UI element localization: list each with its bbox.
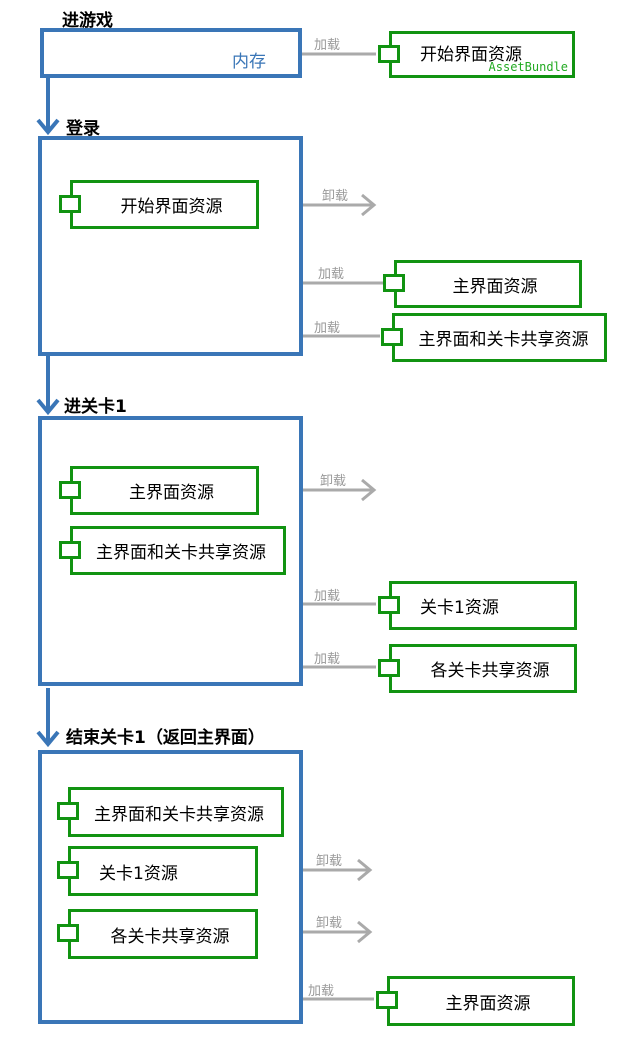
- component-tab-icon: [378, 595, 400, 614]
- component-tab-icon: [57, 802, 79, 820]
- resource-label: 主界面和关卡共享资源: [418, 330, 589, 350]
- stage-title-end-level1: 结束关卡1（返回主界面）: [66, 728, 265, 748]
- resource-shared-main-level: 主界面和关卡共享资源: [57, 787, 284, 837]
- component-tab-icon: [381, 327, 403, 346]
- flow-arrow-3: [36, 688, 60, 748]
- resource-label: 主界面和关卡共享资源: [96, 543, 266, 563]
- memory-box-enter-game: 内存: [40, 28, 302, 78]
- resource-label: 开始界面资源: [420, 45, 522, 65]
- resource-shared-main-level: 主界面和关卡共享资源: [381, 313, 607, 362]
- component-tab-icon: [59, 540, 81, 559]
- action-label-load: 加载: [314, 589, 341, 604]
- resource-label: 主界面和关卡共享资源: [94, 804, 264, 825]
- resource-level-shared: 各关卡共享资源: [57, 909, 258, 959]
- resource-main-ui: 主界面资源: [383, 260, 582, 308]
- action-label-unload: 卸载: [316, 916, 343, 931]
- action-label-load: 加载: [314, 38, 341, 53]
- resource-label: 各关卡共享资源: [110, 926, 230, 947]
- component-tab-icon: [57, 861, 79, 879]
- resource-shared-main-level: 主界面和关卡共享资源: [59, 526, 286, 575]
- memory-box-login: [38, 136, 303, 356]
- action-label-load: 加载: [318, 267, 345, 282]
- resource-label: 开始界面资源: [120, 197, 223, 217]
- action-label-unload: 卸载: [322, 189, 349, 204]
- resource-label: 关卡1资源: [420, 598, 499, 618]
- action-label-unload: 卸载: [316, 854, 343, 869]
- resource-level1: 关卡1资源: [378, 581, 577, 630]
- resource-start-ui-bundle: 开始界面资源 AssetBundle: [378, 31, 575, 78]
- stage-title-enter-game: 进游戏: [62, 11, 113, 31]
- action-label-load: 加载: [308, 984, 335, 999]
- resource-level1: 关卡1资源: [57, 846, 258, 896]
- resource-sublabel: AssetBundle: [488, 60, 568, 74]
- component-tab-icon: [378, 658, 400, 677]
- resource-label: 关卡1资源: [99, 863, 178, 884]
- component-tab-icon: [378, 44, 400, 63]
- component-tab-icon: [59, 194, 81, 213]
- memory-label: 内存: [232, 52, 266, 72]
- action-label-unload: 卸载: [320, 474, 347, 489]
- resource-main-ui: 主界面资源: [59, 466, 259, 515]
- flow-arrow-2: [36, 356, 60, 416]
- component-tab-icon: [383, 274, 405, 292]
- resource-label: 主界面资源: [129, 483, 214, 503]
- stage-title-login: 登录: [66, 119, 100, 139]
- resource-level-shared: 各关卡共享资源: [378, 644, 577, 693]
- action-label-load: 加载: [314, 652, 341, 667]
- component-tab-icon: [59, 480, 81, 499]
- action-label-load: 加载: [314, 321, 341, 336]
- component-tab-icon: [57, 924, 79, 942]
- flow-arrow-1: [36, 78, 60, 136]
- resource-main-ui: 主界面资源: [376, 976, 575, 1026]
- resource-label: 主界面资源: [452, 276, 538, 297]
- component-tab-icon: [376, 991, 398, 1009]
- resource-label: 各关卡共享资源: [430, 661, 550, 681]
- resource-label: 主界面资源: [445, 993, 531, 1014]
- resource-start-ui: 开始界面资源: [59, 180, 259, 229]
- stage-title-enter-level1: 进关卡1: [64, 397, 127, 417]
